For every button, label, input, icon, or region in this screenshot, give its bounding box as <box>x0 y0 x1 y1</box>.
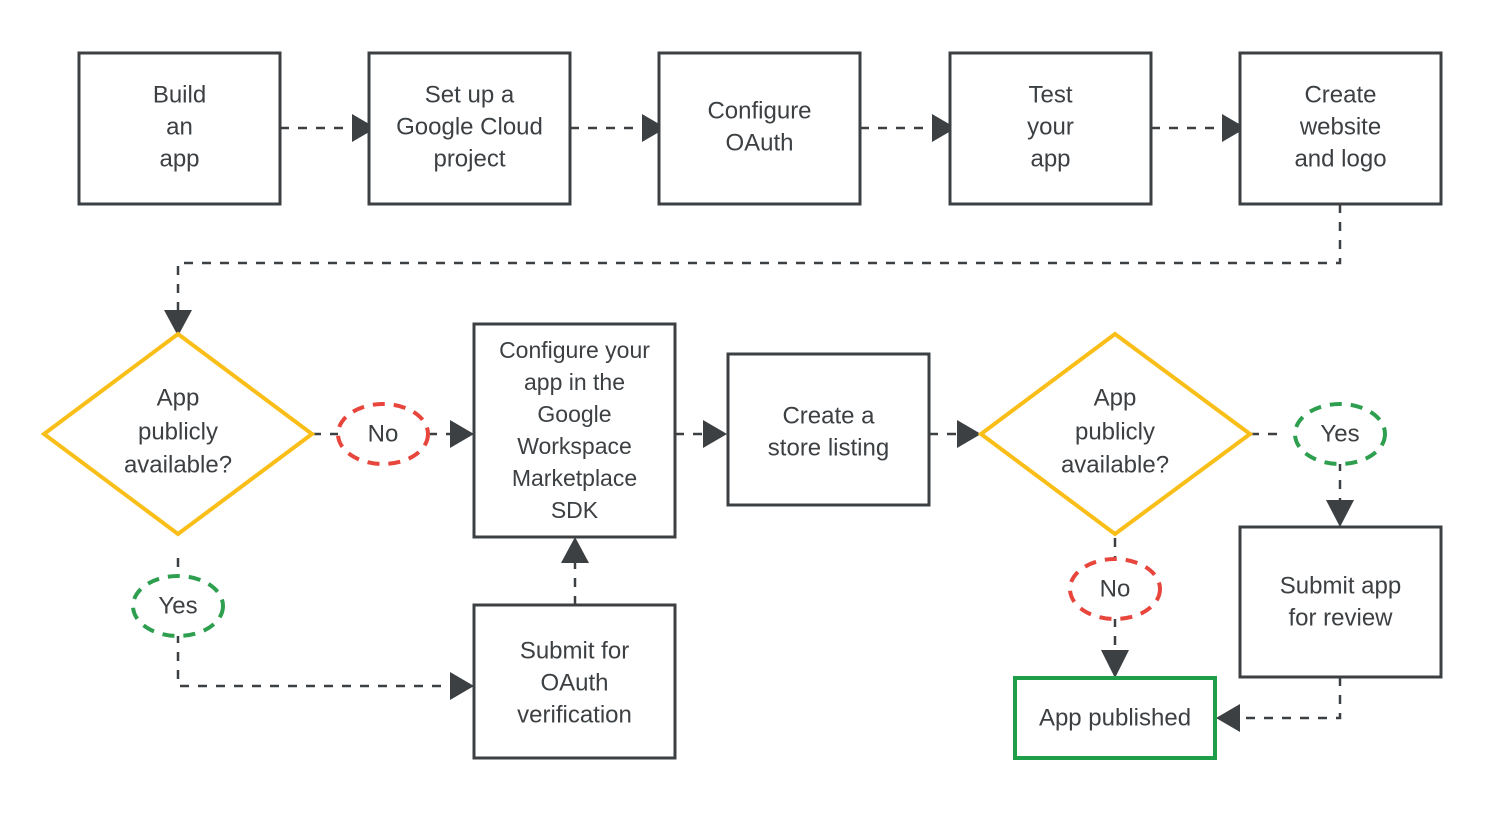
node-configure-sdk-line-3: Workspace <box>517 433 632 459</box>
node-test-your-app-shape[interactable] <box>948 51 1153 206</box>
node-create-website-logo-line-2: and logo <box>1294 145 1386 172</box>
node-app-public-1[interactable]: App publicly available? <box>40 331 316 537</box>
node-app-published-shape[interactable] <box>1013 676 1217 760</box>
edge-review-to-published <box>1216 677 1342 732</box>
node-submit-oauth-line-0: Submit for <box>520 637 629 664</box>
no-2-ellipse <box>1068 557 1162 621</box>
node-app-published[interactable]: App published <box>1013 676 1217 760</box>
node-set-up-gcp-project-line-1: Google Cloud <box>396 113 543 140</box>
connector-layer <box>164 114 1354 732</box>
edge-label-no-1: No <box>336 402 430 466</box>
node-configure-oauth-shape[interactable] <box>657 51 862 206</box>
node-submit-oauth-line-1: OAuth <box>540 669 608 696</box>
node-app-public-1-line-2: available? <box>124 451 232 478</box>
node-submit-app-review-line-1: for review <box>1288 604 1393 631</box>
node-app-public-2-line-2: available? <box>1061 451 1169 478</box>
node-app-public-2-line-1: publicly <box>1075 418 1155 445</box>
node-set-up-gcp-project-line-0: Set up a <box>425 81 515 108</box>
edge-oauth-to-test <box>860 114 956 142</box>
node-app-public-1-shape[interactable] <box>40 331 316 537</box>
node-configure-oauth-line-0: Configure <box>707 97 811 124</box>
yes-2-text: Yes <box>1320 420 1359 447</box>
edge-decision2-yes-to-review <box>1250 432 1354 527</box>
node-app-public-2[interactable]: App publicly available? <box>977 331 1254 537</box>
yes-1-text: Yes <box>158 592 197 619</box>
no-2-text: No <box>1100 575 1131 602</box>
node-build-an-app-line-0: Build <box>153 81 206 108</box>
edge-oauth-verify-to-sdk <box>561 537 589 605</box>
edge-label-yes-1: Yes <box>131 574 225 638</box>
edge-store-listing-to-decision2 <box>929 420 981 448</box>
node-app-public-1-line-0: App <box>157 384 200 411</box>
node-configure-sdk-line-4: Marketplace <box>512 465 637 491</box>
node-submit-app-review-line-0: Submit app <box>1280 572 1401 599</box>
node-test-your-app-line-1: your <box>1027 113 1074 140</box>
no-1-ellipse <box>336 402 430 466</box>
node-configure-oauth[interactable]: Configure OAuth <box>657 51 862 206</box>
node-app-public-1-line-1: publicly <box>138 418 218 445</box>
node-create-website-logo-shape[interactable] <box>1238 51 1443 206</box>
node-submit-oauth[interactable]: Submit for OAuth verification <box>472 603 677 760</box>
node-configure-sdk-shape[interactable] <box>472 322 677 539</box>
node-build-an-app-shape[interactable] <box>77 51 282 206</box>
node-test-your-app[interactable]: Test your app <box>948 51 1153 206</box>
no-1-text: No <box>368 420 399 447</box>
node-app-published-line-0: App published <box>1039 704 1191 731</box>
edge-test-to-website <box>1151 114 1246 142</box>
node-set-up-gcp-project-line-2: project <box>433 145 505 172</box>
node-submit-app-review[interactable]: Submit app for review <box>1238 525 1443 679</box>
node-app-public-2-shape[interactable] <box>977 331 1254 537</box>
node-create-store-listing-shape[interactable] <box>726 352 931 507</box>
edge-decision1-yes-to-oauth-verify <box>176 558 474 700</box>
node-test-your-app-line-0: Test <box>1028 81 1072 108</box>
edge-decision1-no-to-sdk <box>312 420 474 448</box>
node-create-website-logo[interactable]: Create website and logo <box>1238 51 1443 206</box>
node-configure-sdk-line-5: SDK <box>551 497 599 523</box>
node-build-an-app-line-1: an <box>166 113 193 140</box>
edge-label-no-2: No <box>1068 557 1162 621</box>
node-configure-sdk-line-2: Google <box>537 401 611 427</box>
node-submit-app-review-shape[interactable] <box>1238 525 1443 679</box>
node-configure-oauth-line-1: OAuth <box>725 129 793 156</box>
node-set-up-gcp-project-shape[interactable] <box>367 51 572 206</box>
edge-gcp-to-oauth <box>570 114 666 142</box>
node-set-up-gcp-project[interactable]: Set up a Google Cloud project <box>367 51 572 206</box>
yes-2-ellipse <box>1293 402 1387 466</box>
node-create-store-listing-line-1: store listing <box>768 434 889 461</box>
edge-website-to-decision1 <box>164 204 1342 336</box>
node-build-an-app[interactable]: Build an app <box>77 51 282 206</box>
node-create-store-listing[interactable]: Create a store listing <box>726 352 931 507</box>
yes-1-ellipse <box>131 574 225 638</box>
node-test-your-app-line-2: app <box>1030 145 1070 172</box>
node-create-website-logo-line-0: Create <box>1304 81 1376 108</box>
node-configure-sdk-line-1: app in the <box>524 369 625 395</box>
edge-sdk-to-store-listing <box>675 420 727 448</box>
edge-build-to-gcp <box>280 114 376 142</box>
node-configure-sdk[interactable]: Configure your app in the Google Workspa… <box>472 322 677 539</box>
node-build-an-app-line-2: app <box>159 145 199 172</box>
edge-label-yes-2: Yes <box>1293 402 1387 466</box>
node-app-public-2-line-0: App <box>1094 384 1137 411</box>
node-submit-oauth-line-2: verification <box>517 701 632 728</box>
node-create-website-logo-line-1: website <box>1299 113 1381 140</box>
node-submit-oauth-shape[interactable] <box>472 603 677 760</box>
node-create-store-listing-line-0: Create a <box>782 402 875 429</box>
edge-decision2-no-to-published <box>1101 538 1129 678</box>
node-configure-sdk-line-0: Configure your <box>499 337 650 363</box>
